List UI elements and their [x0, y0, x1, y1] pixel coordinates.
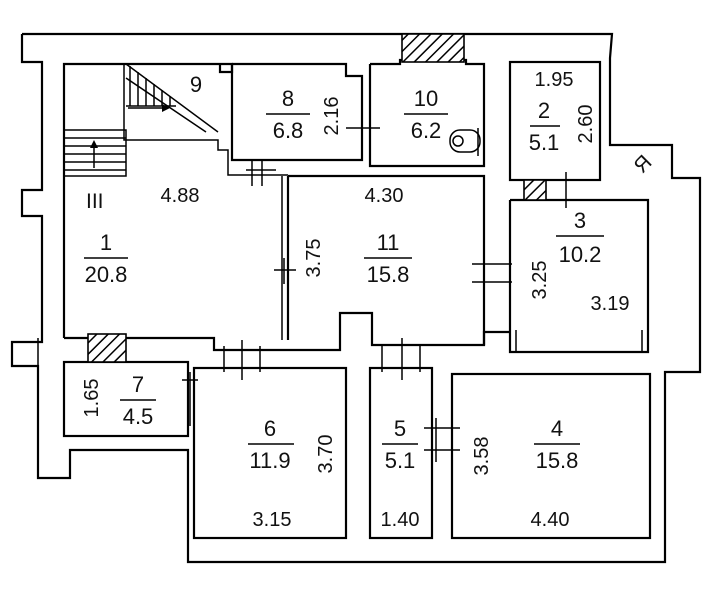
svg-text:4: 4: [551, 416, 563, 441]
dim-r4-height: 3.58: [471, 437, 493, 476]
north-symbol-icon: Я: [630, 151, 657, 178]
door-marks: [37, 118, 580, 462]
svg-text:3: 3: [574, 208, 586, 233]
stair-arrow-icon: [128, 104, 170, 112]
stair-treads: [126, 66, 176, 107]
room-9-outline: [123, 64, 288, 176]
room-9-label: 9: [190, 72, 202, 97]
svg-text:11: 11: [377, 230, 400, 255]
svg-text:5.1: 5.1: [529, 130, 560, 155]
room-5-label: 5 5.1: [382, 416, 418, 473]
dim-r2-width: 1.95: [535, 69, 574, 91]
svg-text:15.8: 15.8: [367, 262, 410, 287]
outer-wall: [10, 32, 702, 564]
dim-r3-width: 3.19: [591, 293, 630, 315]
svg-text:20.8: 20.8: [85, 262, 128, 287]
svg-text:9: 9: [190, 72, 202, 97]
room-11-label: 11 15.8: [364, 230, 412, 287]
stair-diagonal: [125, 63, 219, 133]
svg-text:11.9: 11.9: [249, 448, 290, 473]
room-8-walls: [230, 62, 364, 162]
room-2-walls: [508, 60, 602, 182]
dim-r1-width: 4.88: [161, 185, 200, 207]
svg-text:6.8: 6.8: [273, 118, 304, 143]
room-7-label: 7 4.5: [120, 372, 156, 429]
svg-text:2: 2: [538, 98, 550, 123]
svg-text:5: 5: [394, 416, 406, 441]
hatched-wall-left: [87, 333, 127, 363]
room-6-label: 6 11.9: [248, 416, 294, 473]
dim-r6-width: 3.15: [253, 509, 292, 531]
dim-r5-width: 1.40: [381, 509, 420, 531]
dim-r11-height: 3.75: [303, 239, 325, 278]
room-5-walls: [368, 366, 434, 540]
dim-r7-height: 1.65: [81, 379, 103, 418]
stair-diagonal-2: [125, 77, 207, 133]
svg-text:10: 10: [414, 86, 438, 111]
dim-r6-height: 3.70: [315, 435, 337, 474]
room-8-label: 8 6.8: [266, 86, 310, 143]
svg-text:7: 7: [132, 372, 144, 397]
room-3-walls: [508, 198, 650, 354]
svg-text:4.5: 4.5: [123, 404, 154, 429]
hatched-wall-top: [401, 33, 465, 63]
lower-stair: [63, 129, 127, 177]
svg-text:10.2: 10.2: [559, 242, 602, 267]
room-10-walls: [368, 58, 486, 168]
room-1-label: 1 20.8: [84, 230, 128, 287]
hatched-wall-right: [523, 179, 547, 201]
room-10-label: 10 6.2: [404, 86, 448, 143]
svg-text:6.2: 6.2: [411, 118, 442, 143]
svg-text:5.1: 5.1: [385, 448, 416, 473]
svg-text:6: 6: [264, 416, 276, 441]
dim-r3-height: 3.25: [529, 261, 551, 300]
stair-label: III: [86, 190, 104, 213]
room-4-walls: [450, 372, 652, 540]
dim-r4-width: 4.40: [531, 509, 570, 531]
room-4-label: 4 15.8: [534, 416, 580, 473]
svg-text:8: 8: [282, 86, 294, 111]
toilet-icon: [449, 128, 481, 156]
room-2-label: 2 5.1: [529, 98, 560, 155]
room-6-walls: [192, 366, 348, 540]
dim-r11-width: 4.30: [365, 185, 404, 207]
svg-text:15.8: 15.8: [536, 448, 579, 473]
dim-r2-height: 2.60: [575, 105, 597, 144]
room-3-label: 3 10.2: [556, 208, 604, 267]
svg-text:1: 1: [100, 230, 112, 255]
dim-r8-height: 2.16: [321, 97, 343, 136]
